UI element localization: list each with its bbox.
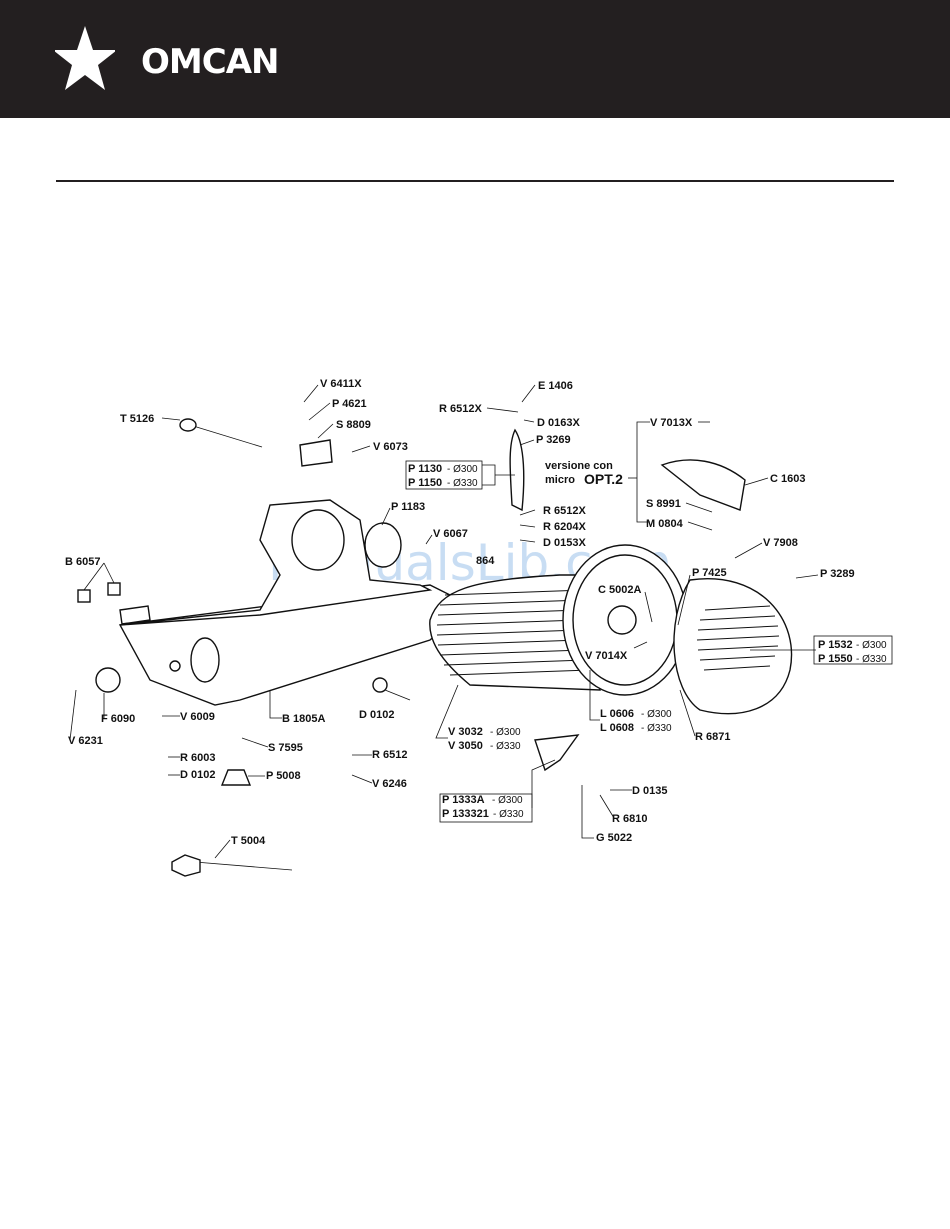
- label-p1333a: P 1333A: [442, 794, 485, 806]
- size-p1333a: - Ø300: [492, 795, 523, 806]
- label-e1406: E 1406: [538, 380, 573, 392]
- label-v7908: V 7908: [763, 537, 798, 549]
- label-s8809: S 8809: [336, 419, 371, 431]
- guard-slats: [696, 605, 780, 671]
- label-b6057: B 6057: [65, 556, 100, 568]
- label-v6246: V 6246: [372, 778, 407, 790]
- base-top: [119, 499, 433, 626]
- bushing-b6057-b: [107, 582, 121, 596]
- label-r6512x-b: R 6512X: [543, 505, 586, 517]
- arm-p1333a: [534, 734, 580, 772]
- label-v6411x: V 6411X: [320, 378, 362, 390]
- label-p1150: P 1150: [408, 477, 442, 489]
- blade-hub: [607, 605, 637, 635]
- label-p5008: P 5008: [266, 770, 301, 782]
- label-r6512: R 6512: [372, 749, 407, 761]
- base-bore: [291, 509, 345, 571]
- label-r6810: R 6810: [612, 813, 647, 825]
- header-bar: OMCAN: [0, 0, 950, 118]
- base-small-hole: [169, 660, 181, 672]
- bracket-s8809: [299, 439, 333, 467]
- blade-guard: [673, 578, 793, 715]
- label-f6090: F 6090: [101, 713, 135, 725]
- flange-f6090: [95, 667, 121, 693]
- label-r6204x: R 6204X: [543, 521, 586, 533]
- leader-lines: [69, 384, 819, 859]
- label-d0102-a: D 0102: [180, 769, 215, 781]
- label-c1603: C 1603: [770, 473, 805, 485]
- knob-t5004: [171, 854, 201, 877]
- note-line2: micro: [545, 474, 575, 486]
- p1130-box: [405, 460, 483, 490]
- label-v6009: V 6009: [180, 711, 215, 723]
- label-p3289: P 3289: [820, 568, 855, 580]
- rod-t5126: [189, 424, 263, 448]
- rod-t5004: [194, 861, 293, 871]
- label-g5022: G 5022: [596, 832, 632, 844]
- brand-name: OMCAN: [141, 42, 279, 82]
- label-p4621: P 4621: [332, 398, 367, 410]
- sharpener-cover: [660, 459, 746, 511]
- label-d0102-b: D 0102: [359, 709, 394, 721]
- label-m0804: M 0804: [646, 518, 684, 530]
- label-v6231: V 6231: [68, 735, 103, 747]
- label-864: 864: [476, 555, 495, 567]
- label-d0135: D 0135: [632, 785, 667, 797]
- label-v3032: V 3032: [448, 726, 483, 738]
- handle-p3269: [509, 428, 525, 512]
- size-p1130: - Ø300: [447, 464, 478, 475]
- note-opt2: OPT.2: [584, 471, 623, 487]
- label-p7425: P 7425: [692, 567, 727, 579]
- label-t5126: T 5126: [120, 413, 154, 425]
- size-v3050: - Ø330: [490, 741, 521, 752]
- bushing-b6057-a: [77, 589, 91, 603]
- omcan-logo: OMCAN: [53, 26, 279, 94]
- exploded-parts-diagram: ManualsLib.com: [65, 378, 893, 877]
- label-l0606: L 0606: [600, 708, 634, 720]
- foot-p5008: [220, 769, 252, 786]
- label-s8991: S 8991: [646, 498, 681, 510]
- label-p3269: P 3269: [536, 434, 571, 446]
- label-p1532: P 1532: [818, 639, 853, 651]
- p1333a-box: [439, 793, 533, 823]
- label-p1130: P 1130: [408, 463, 442, 475]
- label-d0163x-a: D 0163X: [537, 417, 580, 429]
- ring-part: [364, 522, 402, 568]
- label-d0153x: D 0153X: [543, 537, 586, 549]
- nut-d0102: [372, 677, 388, 693]
- p1532-box: [813, 635, 893, 665]
- label-b1805a: B 1805A: [282, 713, 325, 725]
- label-l0608: L 0608: [600, 722, 634, 734]
- size-p1150: - Ø330: [447, 478, 478, 489]
- label-v7013x: V 7013X: [650, 417, 693, 429]
- label-r6003: R 6003: [180, 752, 215, 764]
- size-l0608: - Ø330: [641, 723, 672, 734]
- size-v3032: - Ø300: [490, 727, 521, 738]
- size-l0606: - Ø300: [641, 709, 672, 720]
- label-c5002a: C 5002A: [598, 584, 641, 596]
- header-rule: [56, 180, 894, 182]
- label-r6512x-a: R 6512X: [439, 403, 482, 415]
- label-v7014x: V 7014X: [585, 650, 628, 662]
- label-r6871: R 6871: [695, 731, 730, 743]
- label-s7595: S 7595: [268, 742, 303, 754]
- plate-slats: [436, 589, 591, 676]
- label-v3050: V 3050: [448, 740, 483, 752]
- label-p133321: P 133321: [442, 808, 489, 820]
- label-p1550: P 1550: [818, 653, 853, 665]
- knob-t5126: [179, 418, 197, 432]
- tray-plate: [119, 605, 151, 625]
- size-p1550: - Ø330: [856, 654, 887, 665]
- note-line1: versione con: [545, 460, 613, 472]
- label-v6067: V 6067: [433, 528, 468, 540]
- label-p1183: P 1183: [391, 501, 425, 513]
- base-side-hole: [190, 637, 220, 683]
- star-icon: [53, 26, 117, 90]
- size-p1532: - Ø300: [856, 640, 887, 651]
- label-t5004: T 5004: [231, 835, 266, 847]
- label-v6073: V 6073: [373, 441, 408, 453]
- size-p133321: - Ø330: [493, 809, 524, 820]
